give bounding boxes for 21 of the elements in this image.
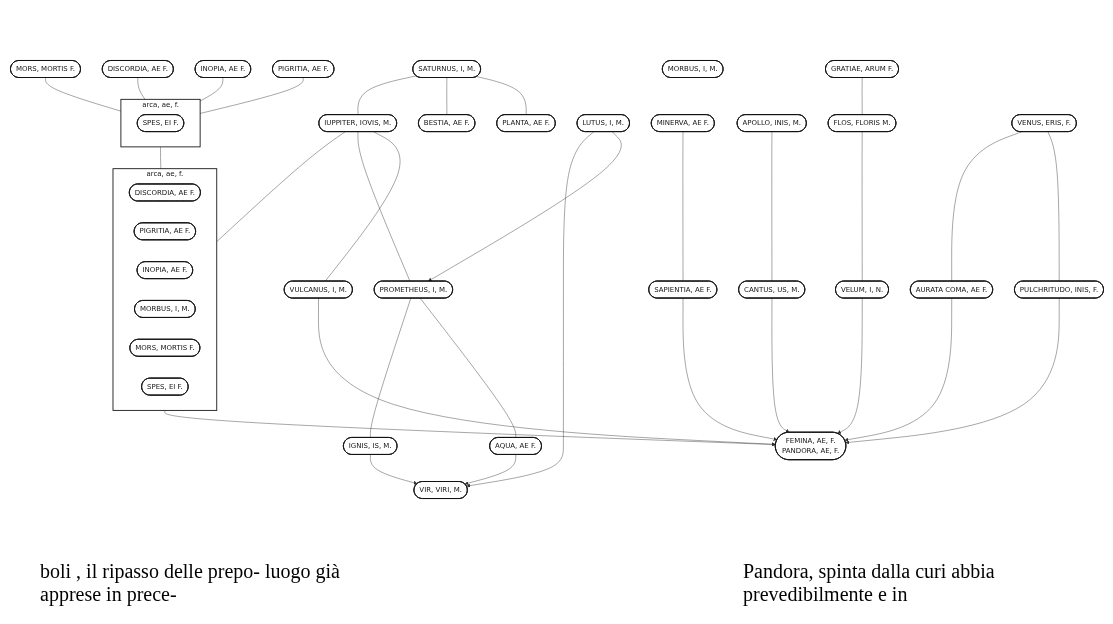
- connector: [357, 76, 416, 116]
- connector: [446, 78, 447, 116]
- text-fragment: Pandora, spinta dalla curi abbia prevedibilmente e in: [743, 560, 996, 606]
- connector: [324, 132, 400, 282]
- connector: [419, 298, 516, 439]
- connector: [475, 76, 526, 116]
- connector: [199, 77, 223, 102]
- connector: [44, 77, 121, 112]
- connector: [950, 132, 1022, 282]
- connector: [159, 147, 161, 170]
- connector: [369, 298, 411, 439]
- connector: [861, 132, 862, 282]
- connector: [682, 132, 683, 282]
- connector: [771, 132, 772, 282]
- connector: [357, 132, 410, 282]
- connector: [1047, 132, 1059, 282]
- connector: [861, 78, 862, 116]
- connector: [137, 77, 145, 100]
- connector: [216, 131, 346, 243]
- connector: [199, 77, 303, 115]
- text-fragment: boli , il ripasso delle prepo- luogo già apprese in prece-: [40, 560, 341, 606]
